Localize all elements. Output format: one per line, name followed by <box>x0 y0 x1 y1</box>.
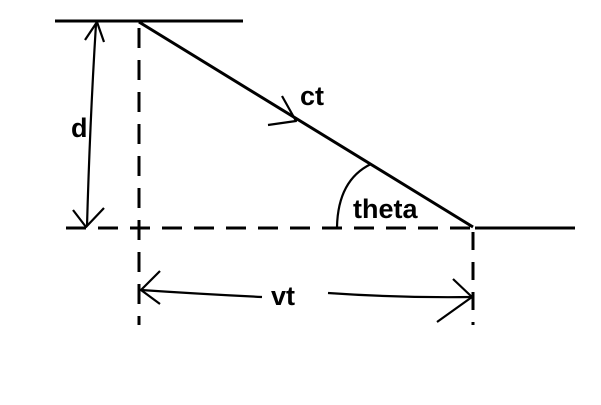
label-d: d <box>71 113 88 143</box>
label-theta: theta <box>353 194 418 224</box>
diagonal-ct-line <box>138 20 474 229</box>
d-dimension-line <box>85 23 98 227</box>
label-vt: vt <box>271 281 295 311</box>
vt-arrow-right <box>436 278 474 323</box>
vt-dimension-line-right <box>327 291 473 299</box>
theta-angle-arc <box>335 163 372 228</box>
d-arrow-bottom <box>72 207 105 229</box>
d-arrow-top <box>84 20 106 43</box>
vt-arrow-left <box>139 270 161 305</box>
diagonal-arrowhead <box>267 95 298 127</box>
label-ct: ct <box>300 81 324 111</box>
vt-dimension-line-left <box>140 288 263 299</box>
